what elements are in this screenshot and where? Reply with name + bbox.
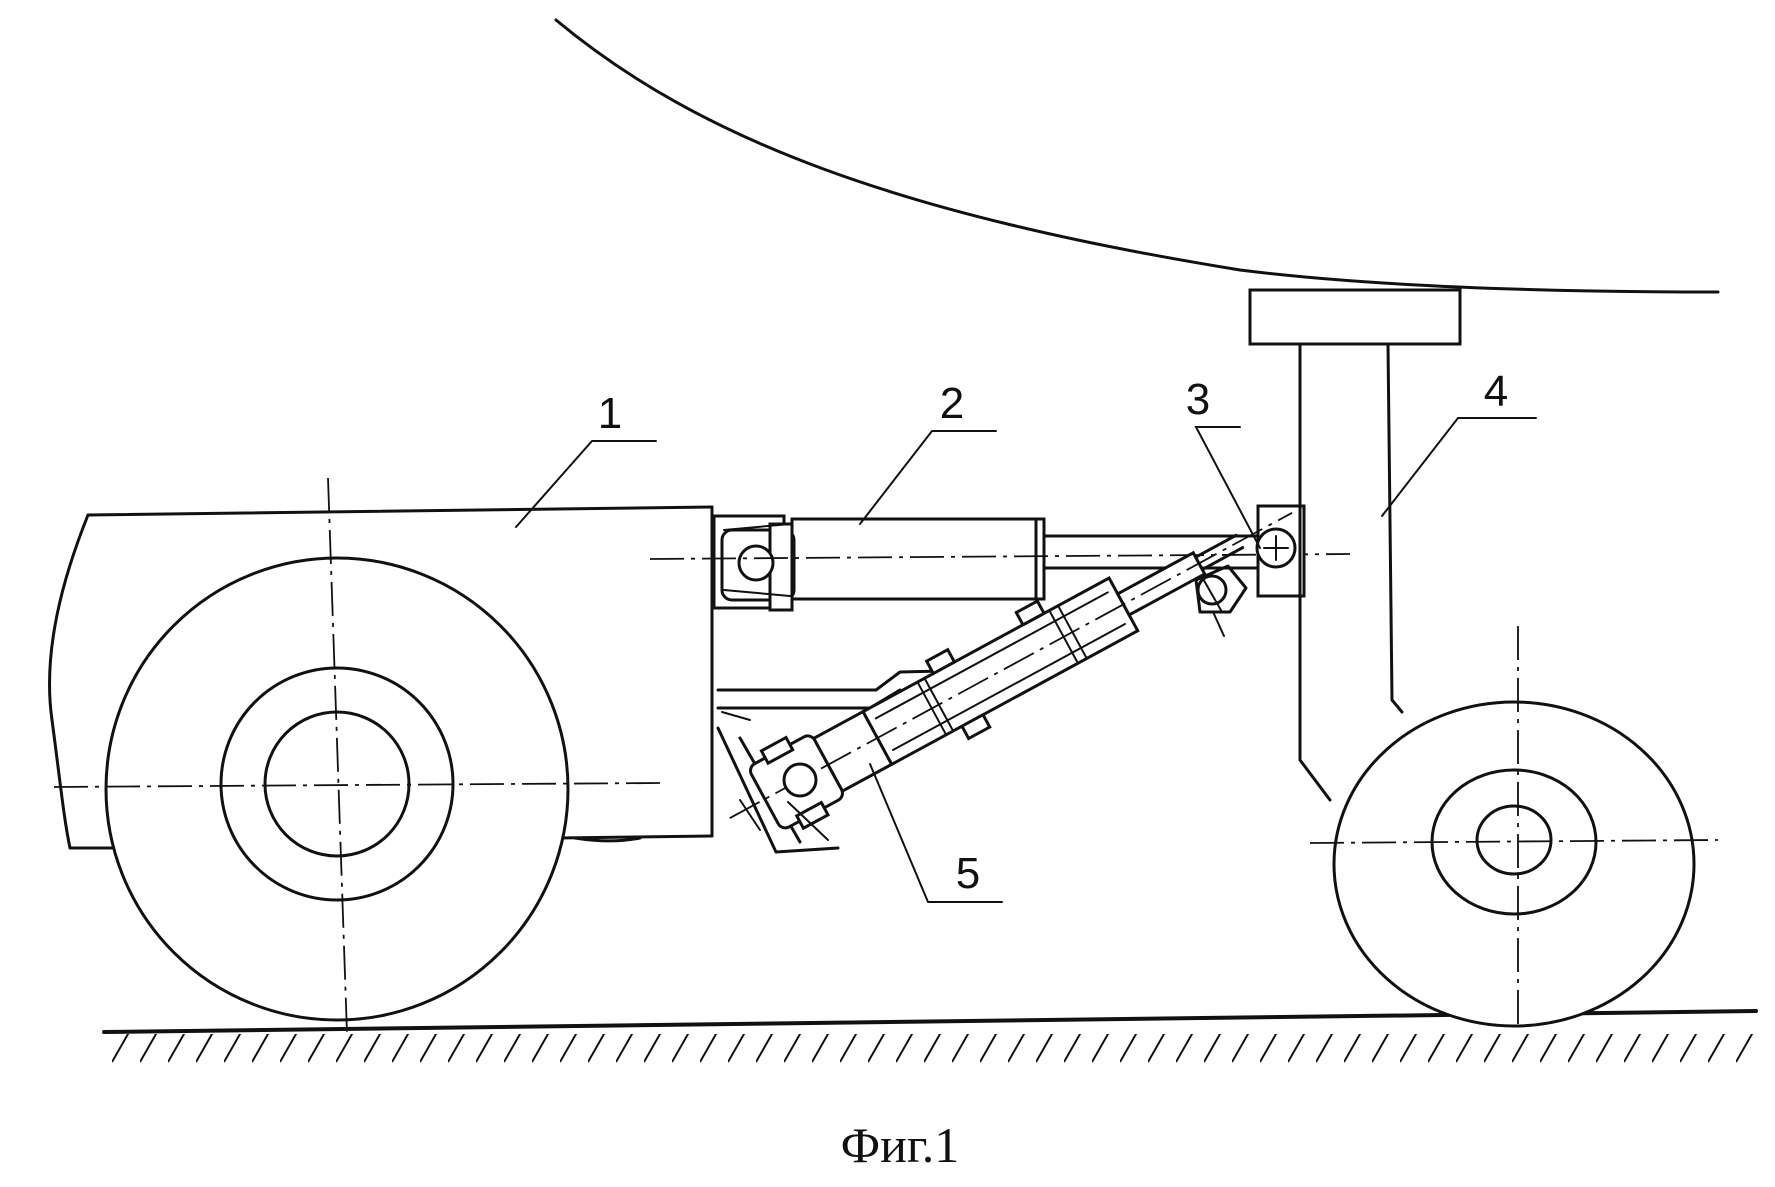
aircraft-fuselage [556, 20, 1718, 292]
tractor-wheel [54, 478, 660, 1034]
nose-wheel [1310, 626, 1718, 1030]
figure-caption: Фиг.1 [841, 1117, 960, 1173]
callout-4: 4 [1484, 367, 1508, 416]
hinge-bracket-3 [1196, 506, 1304, 636]
callout-2: 2 [940, 379, 964, 428]
hydraulic-cylinder-2 [650, 516, 1350, 610]
callout-3: 3 [1186, 375, 1210, 424]
callout-5: 5 [956, 849, 980, 898]
callout-1: 1 [598, 389, 622, 438]
